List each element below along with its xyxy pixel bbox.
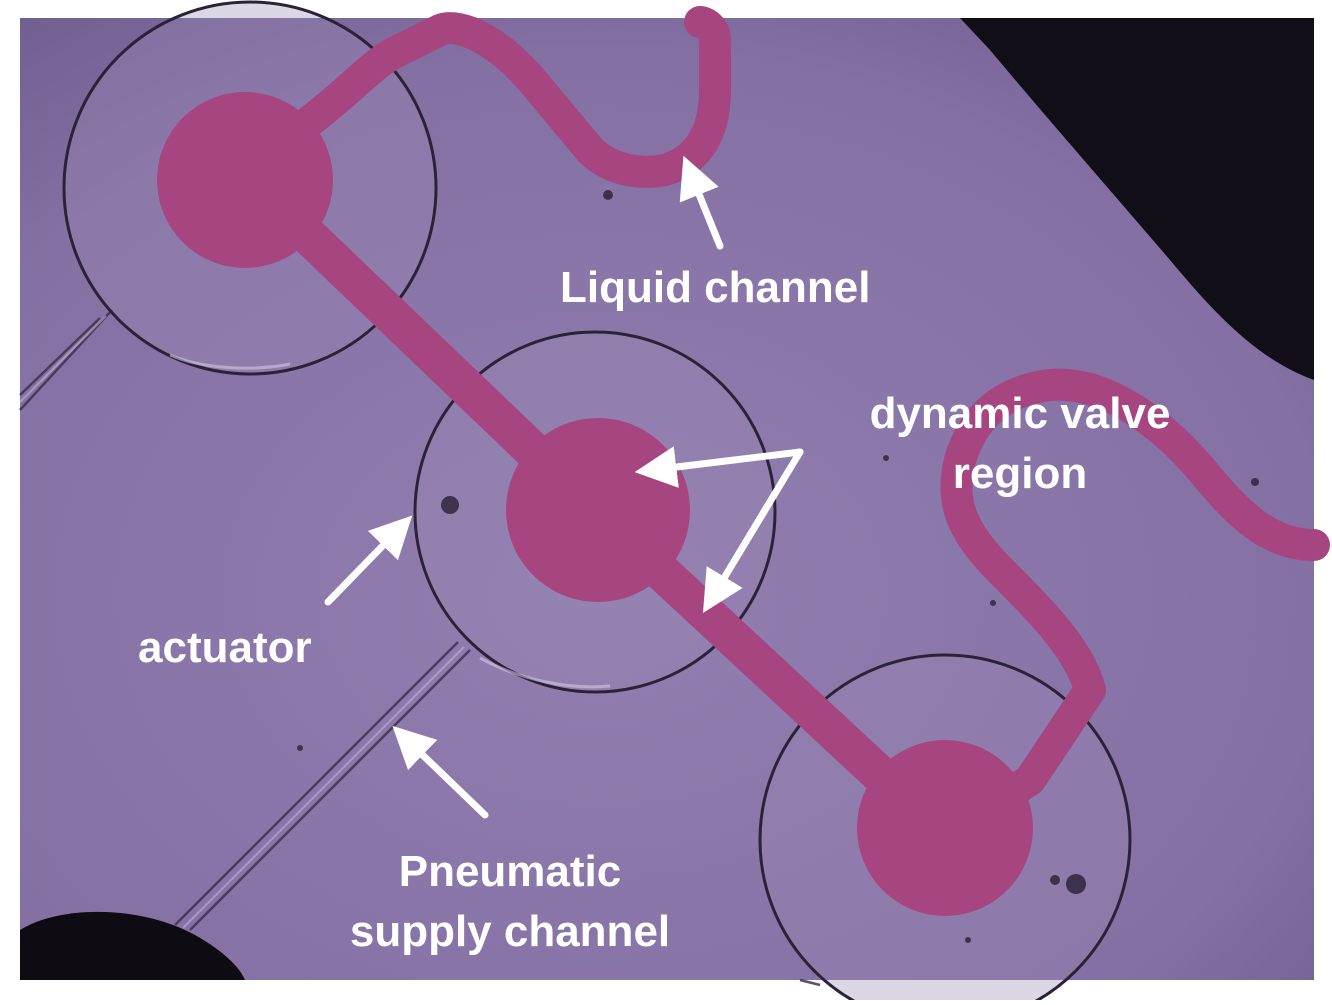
actuator-arrow [324,515,413,606]
liquid-channel-arrow [679,155,724,250]
label-liquid-channel: Liquid channel [560,263,871,312]
arrow-icon [324,155,804,819]
pneumatic-supply-channels [19,309,821,987]
debris-specks [297,190,1259,943]
label-dynamic-valve-region: dynamic valve region [830,384,1210,504]
label-dynamic-valve-line2: region [952,449,1088,498]
valve-arrow-lower [702,448,804,613]
label-pneumatic-supply-channel: Pneumatic supply channel [300,842,720,962]
pneumatic-arrow [392,725,489,819]
label-pneumatic-line2: supply channel [349,907,671,956]
dark-disc [20,911,245,980]
valve-arrow-upper [634,446,804,488]
label-pneumatic-line1: Pneumatic [398,847,622,896]
label-actuator: actuator [138,623,312,672]
label-dynamic-valve-line1: dynamic valve [869,389,1171,438]
